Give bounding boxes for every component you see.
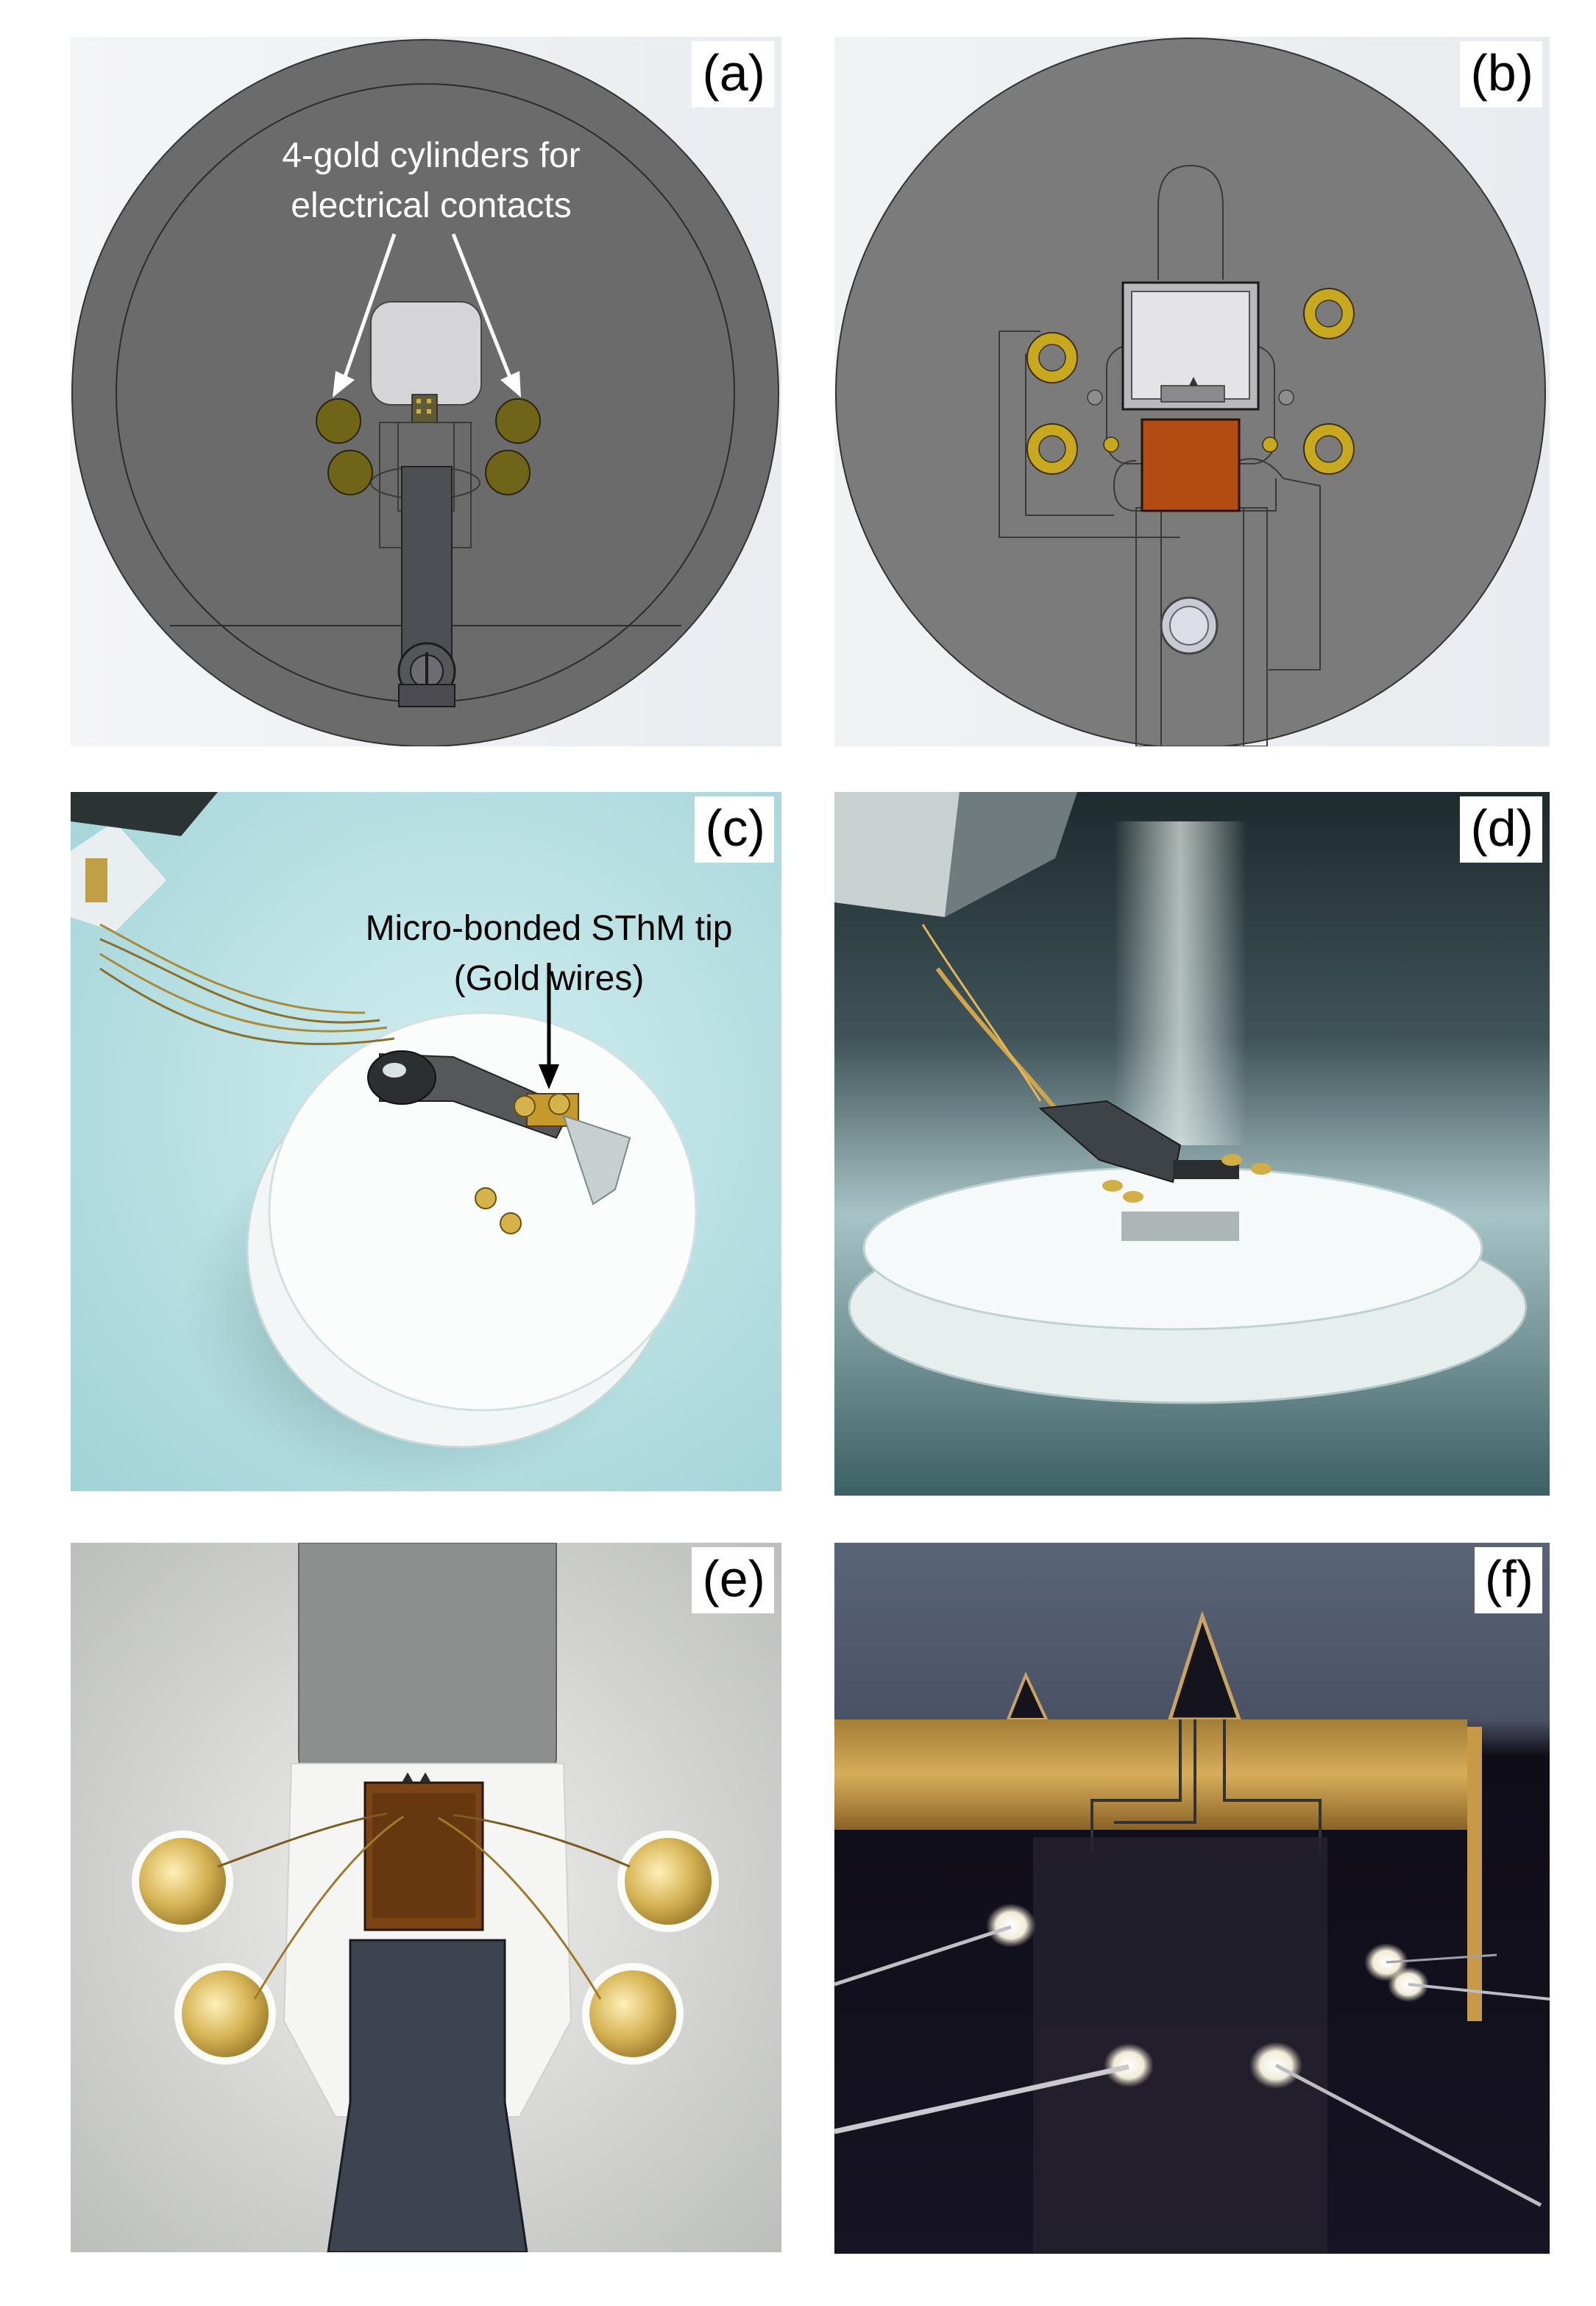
copper-block [1141, 418, 1241, 512]
annotation-line-2: (Gold wires) [453, 959, 645, 998]
panel-a-cad-drawing [71, 37, 781, 746]
gold-pad [514, 1095, 536, 1117]
screw [367, 1050, 436, 1105]
panel-a-annotation: 4-gold cylinders for electrical contacts [240, 131, 623, 231]
panel-label-e: (e) [692, 1547, 774, 1613]
gold-pad [548, 1093, 570, 1115]
gold-pad [475, 1187, 497, 1209]
panel-label-d: (d) [1460, 796, 1542, 863]
gold-pad [132, 1831, 233, 1932]
panel-b-cad-drawing [834, 37, 1550, 746]
panel-e-photo [71, 1543, 781, 2252]
tip-holder [370, 301, 482, 406]
annotation-line-1: 4-gold cylinders for [282, 136, 581, 175]
gold-cylinder [327, 450, 373, 495]
panel-label-c: (c) [695, 796, 774, 863]
gold-pad [617, 1831, 719, 1932]
panel-c: Micro-bonded SThM tip (Gold wires) (c) [71, 792, 781, 1491]
panel-d: (d) [834, 792, 1550, 1496]
annotation-line-2: electrical contacts [291, 186, 572, 225]
gold-cylinder [485, 450, 531, 495]
gold-pad [500, 1212, 522, 1234]
panel-d-photo [834, 792, 1550, 1496]
gold-pad [174, 1963, 276, 2065]
panel-f: (f) [834, 1543, 1550, 2254]
panel-b: (b) [834, 37, 1550, 746]
panel-c-photo [71, 792, 781, 1491]
chip [411, 394, 438, 423]
gold-pad [582, 1963, 684, 2065]
panel-c-annotation: Micro-bonded SThM tip (Gold wires) [313, 904, 781, 1004]
panel-label-b: (b) [1460, 41, 1542, 107]
panel-label-a: (a) [692, 41, 774, 107]
panel-label-f: (f) [1474, 1547, 1542, 1613]
panel-a: 4-gold cylinders for electrical contacts… [71, 37, 781, 746]
panel-e: (e) [71, 1543, 781, 2252]
annotation-line-1: Micro-bonded SThM tip [365, 909, 733, 948]
gold-chip-edge [834, 1719, 1467, 1830]
upper-disk [862, 1166, 1483, 1331]
gold-cylinder [316, 398, 361, 444]
panel-f-photo [834, 1543, 1550, 2254]
upper-disk [268, 1011, 698, 1412]
gold-cylinder [495, 398, 541, 444]
